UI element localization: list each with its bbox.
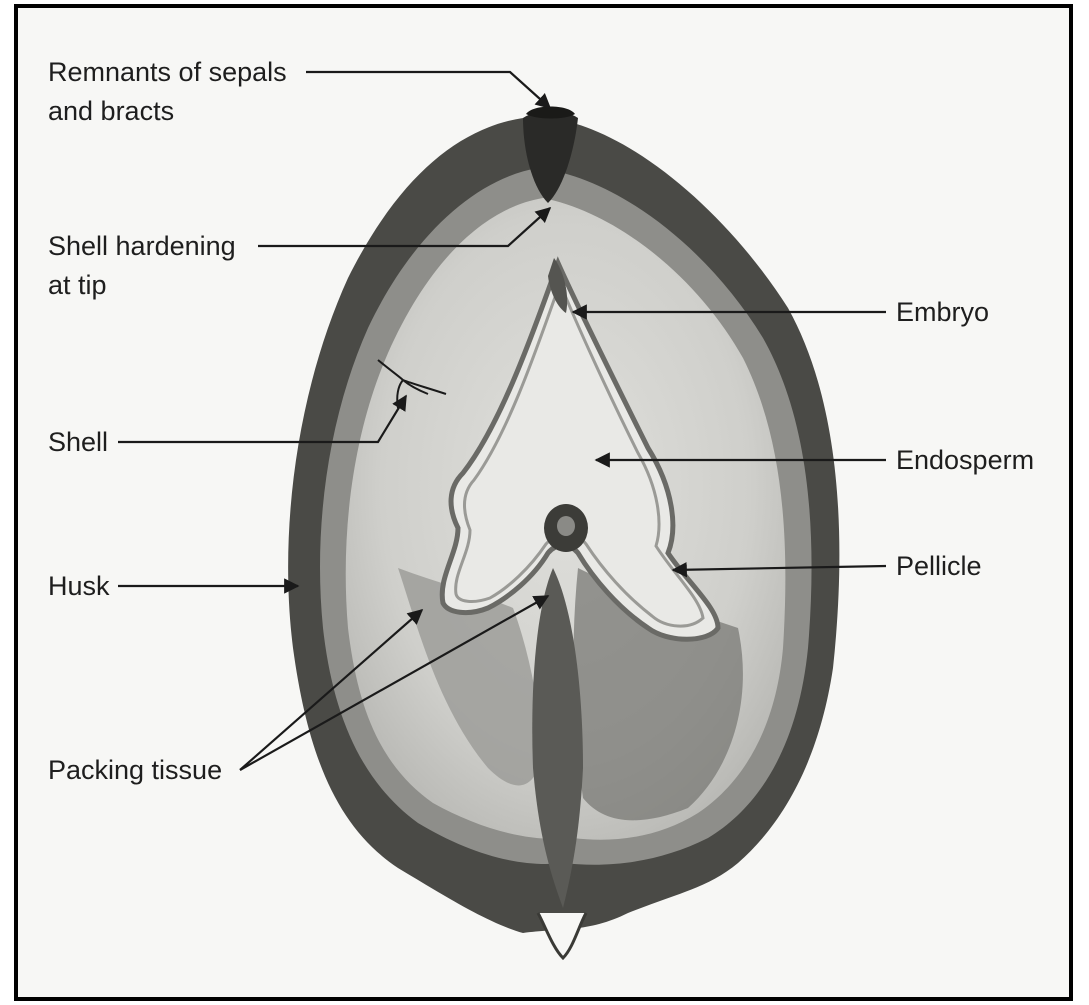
- label-embryo: Embryo: [896, 297, 989, 327]
- label-shell: Shell: [48, 427, 108, 457]
- seed-cross-section-diagram: Remnants of sepals and bracts Shell hard…: [18, 8, 1073, 1001]
- base-notch: [538, 913, 586, 958]
- label-shell-hardening-line1: Shell hardening: [48, 231, 236, 261]
- leader-remnants: [306, 72, 550, 108]
- label-pellicle: Pellicle: [896, 551, 982, 581]
- label-remnants-line2: and bracts: [48, 96, 174, 126]
- label-endosperm: Endosperm: [896, 445, 1034, 475]
- label-husk: Husk: [48, 571, 110, 601]
- label-shell-hardening-line2: at tip: [48, 270, 107, 300]
- sepal-remnants: [526, 107, 575, 119]
- label-remnants-line1: Remnants of sepals: [48, 57, 287, 87]
- figure-frame: Remnants of sepals and bracts Shell hard…: [14, 4, 1073, 1001]
- label-packing-tissue: Packing tissue: [48, 755, 222, 785]
